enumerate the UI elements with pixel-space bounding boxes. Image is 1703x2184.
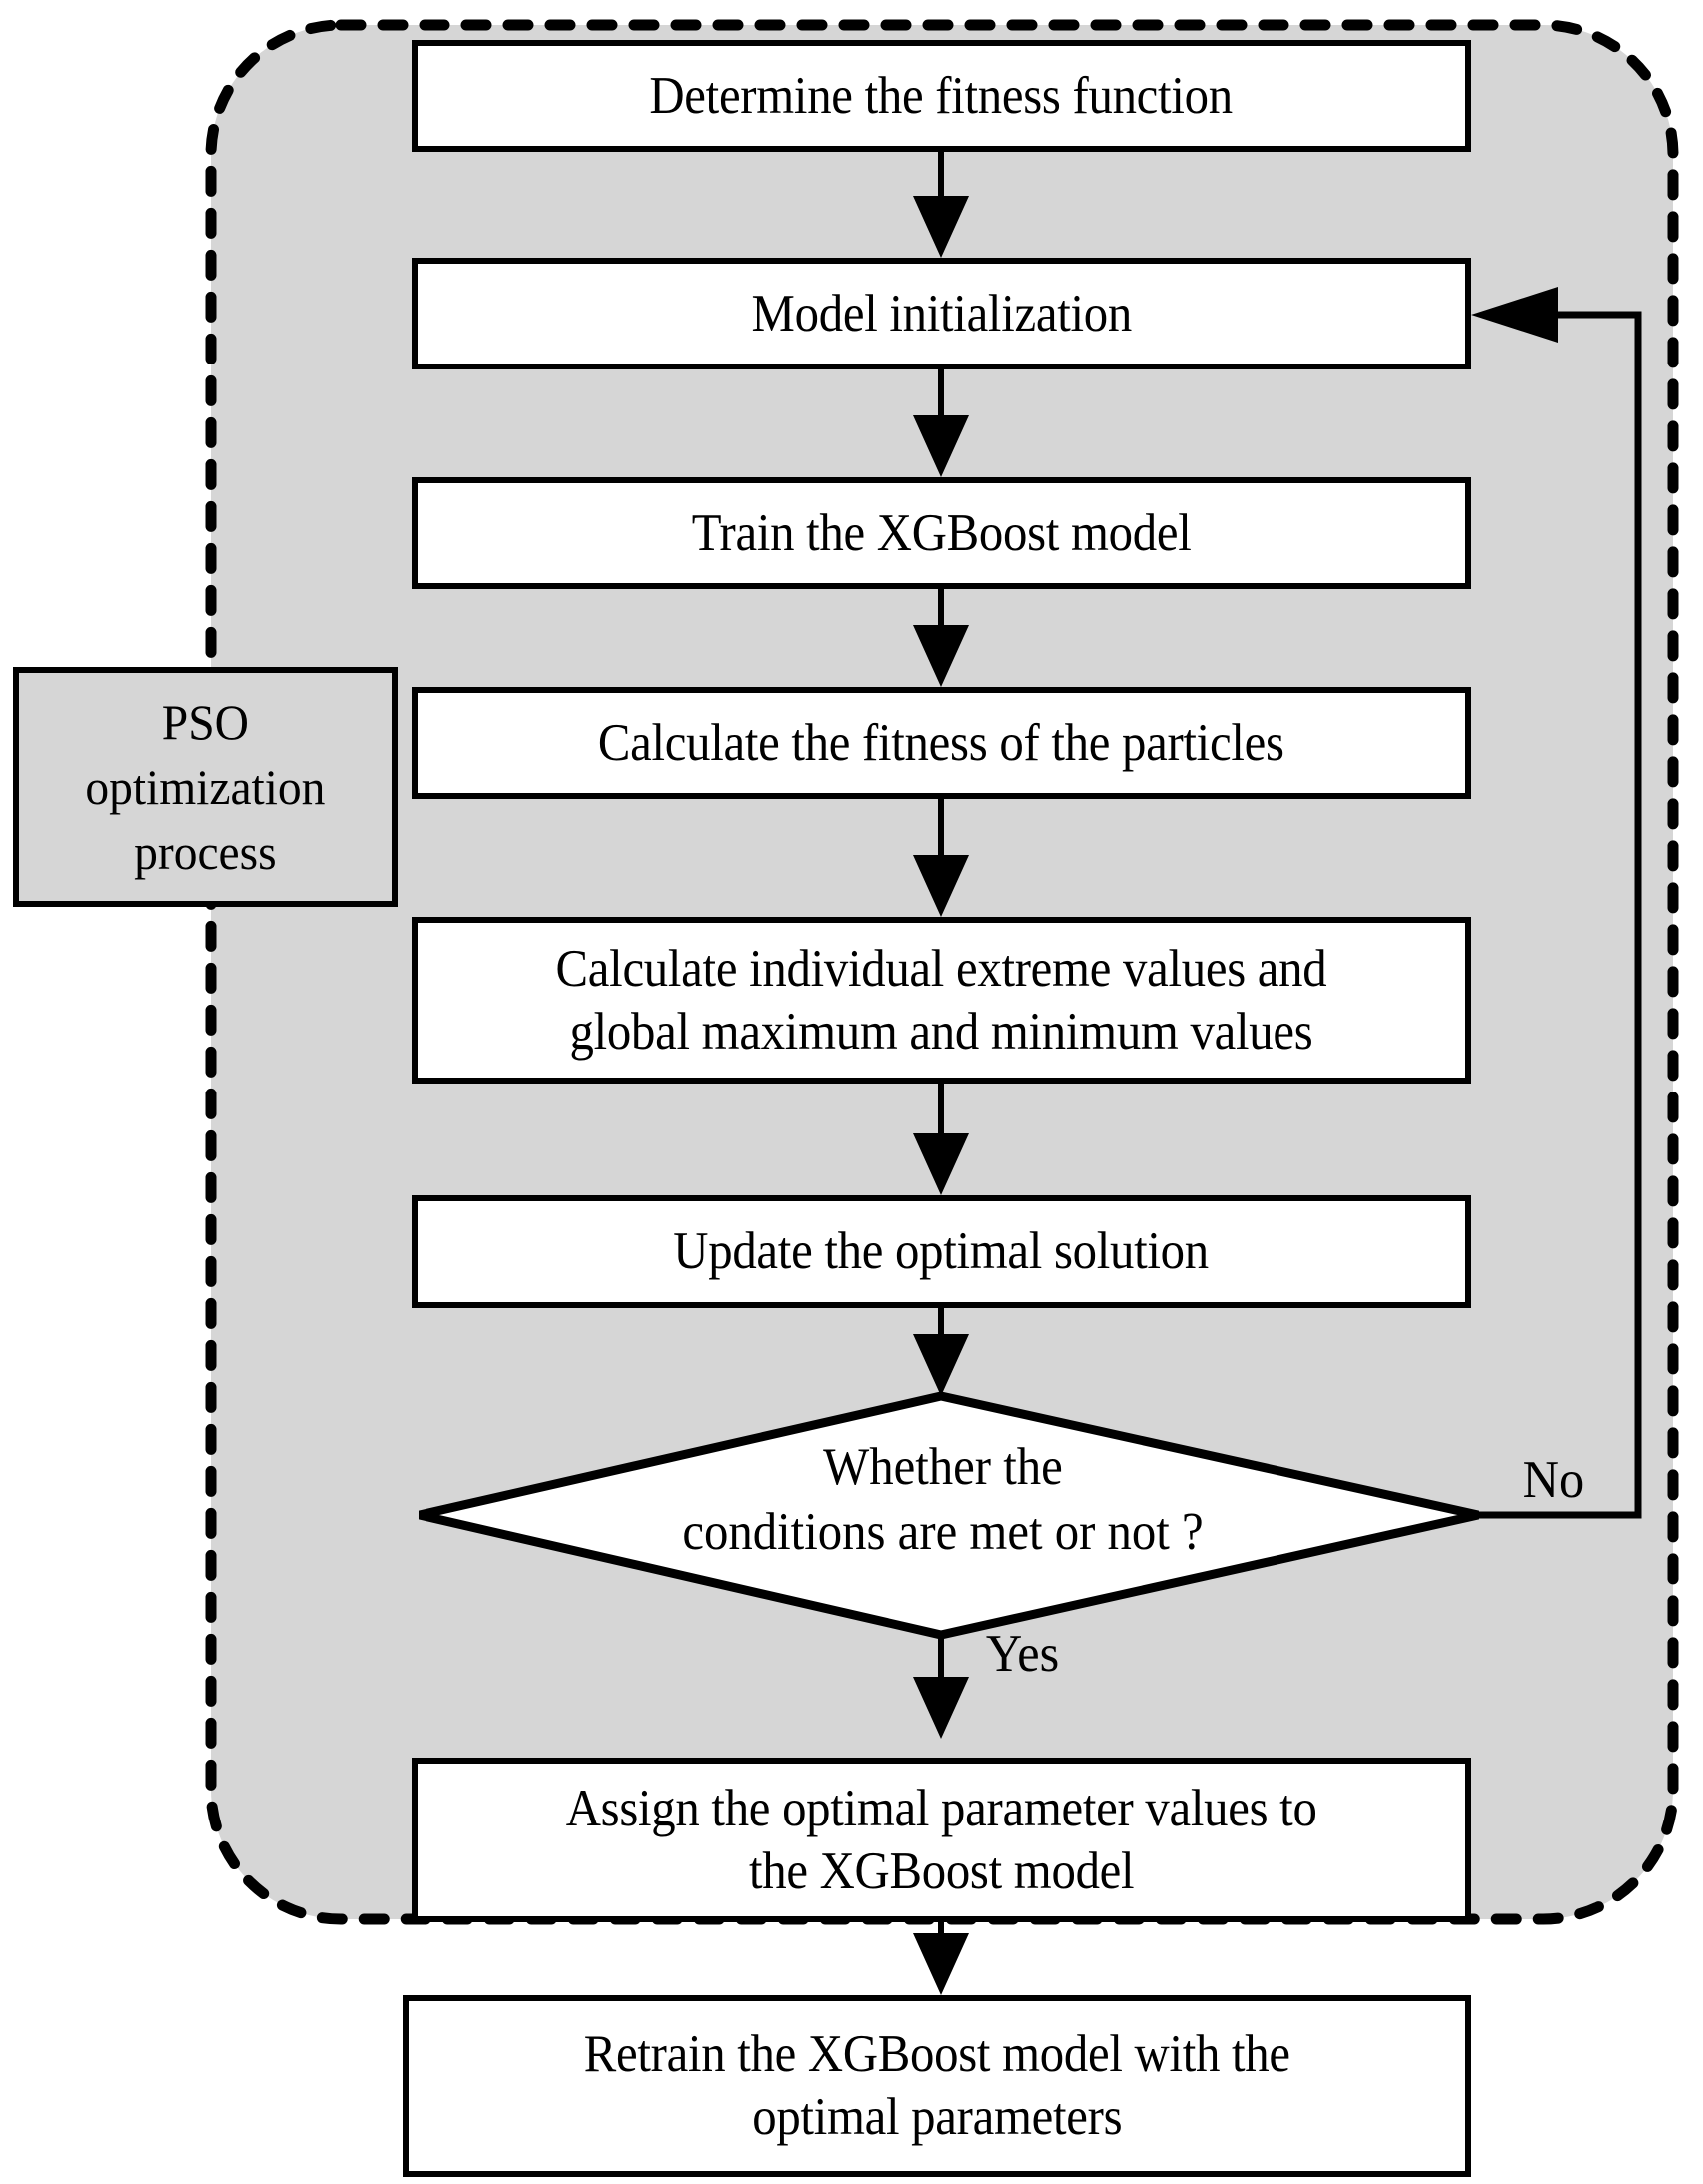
node-label: Calculate individual extreme values and … — [555, 939, 1327, 1061]
edge-n1-n2 — [913, 152, 969, 258]
edge-decision-yes — [913, 1635, 969, 1739]
edge-n3-n4 — [913, 589, 969, 687]
node-label: Retrain the XGBoost model with the optim… — [583, 2025, 1290, 2146]
edge-label-no: No — [1522, 1451, 1585, 1509]
node-assign-optimal-parameters[interactable]: Assign the optimal parameter values to t… — [412, 1758, 1471, 1922]
pso-process-label-text: PSO optimization process — [85, 693, 326, 880]
node-label: Calculate the fitness of the particles — [598, 713, 1284, 772]
node-determine-fitness-function[interactable]: Determine the fitness function — [412, 40, 1471, 152]
pso-process-label-box: PSO optimization process — [13, 667, 398, 907]
node-retrain-xgboost-model[interactable]: Retrain the XGBoost model with the optim… — [403, 1995, 1471, 2177]
node-train-xgboost-model[interactable]: Train the XGBoost model — [412, 477, 1471, 589]
edge-n2-n3 — [913, 369, 969, 477]
node-model-initialization[interactable]: Model initialization — [412, 258, 1471, 369]
edge-n6-decision — [913, 1308, 969, 1396]
node-label: Train the XGBoost model — [691, 503, 1192, 562]
node-label: Assign the optimal parameter values to t… — [565, 1779, 1317, 1900]
node-calculate-extreme-values[interactable]: Calculate individual extreme values and … — [412, 917, 1471, 1084]
edge-decision-no-feedback — [1471, 287, 1642, 1519]
node-calculate-particle-fitness[interactable]: Calculate the fitness of the particles — [412, 687, 1471, 799]
node-label: Model initialization — [751, 284, 1132, 343]
node-label: Determine the fitness function — [649, 66, 1234, 125]
node-update-optimal-solution[interactable]: Update the optimal solution — [412, 1195, 1471, 1308]
node-label: Update the optimal solution — [673, 1222, 1210, 1281]
edge-n7-n8 — [913, 1922, 969, 1995]
edge-label-yes: Yes — [985, 1625, 1060, 1683]
edge-n4-n5 — [913, 799, 969, 917]
edge-n5-n6 — [913, 1084, 969, 1195]
